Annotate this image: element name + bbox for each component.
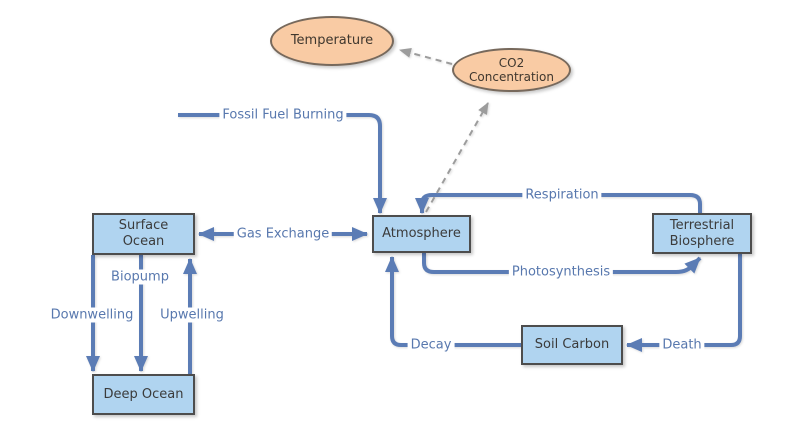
edge-label-downwelling: Downwelling — [47, 307, 137, 323]
node-temperature: Temperature — [270, 16, 394, 66]
node-terrestrial-biosphere: Terrestrial Biosphere — [652, 213, 752, 254]
arrow-decay-soil-to-atmosphere — [385, 256, 521, 347]
dashed-arrow-co2-to-temperature — [399, 48, 453, 65]
node-soil-carbon-label: Soil Carbon — [534, 337, 610, 352]
edge-label-respiration: Respiration — [522, 187, 602, 203]
node-soil-carbon: Soil Carbon — [521, 325, 623, 365]
dashed-arrow-atmosphere-to-co2 — [425, 102, 489, 213]
arrow-death-biosphere-to-soil — [626, 254, 742, 352]
node-atmosphere-label: Atmosphere — [382, 226, 461, 241]
edge-label-gas-exchange: Gas Exchange — [233, 226, 333, 242]
node-atmosphere: Atmosphere — [372, 215, 471, 253]
node-terrestrial-biosphere-label: Terrestrial Biosphere — [669, 217, 735, 249]
edge-label-biopump: Biopump — [108, 269, 172, 285]
edge-label-death: Death — [659, 337, 705, 353]
node-surface-ocean: Surface Ocean — [92, 213, 195, 255]
edge-label-fossil-fuel-burning: Fossil Fuel Burning — [219, 107, 347, 123]
edge-label-photosynthesis: Photosynthesis — [508, 264, 614, 280]
edge-label-upwelling: Upwelling — [157, 307, 227, 323]
node-deep-ocean: Deep Ocean — [92, 374, 195, 415]
node-temperature-label: Temperature — [290, 33, 374, 48]
node-co2-concentration: CO2 Concentration — [452, 48, 571, 92]
arrow-fossil-fuel-to-atmosphere — [178, 113, 387, 214]
edge-label-decay: Decay — [407, 337, 455, 353]
node-co2-concentration-label: CO2 Concentration — [469, 56, 554, 84]
node-deep-ocean-label: Deep Ocean — [103, 386, 184, 402]
node-surface-ocean-label: Surface Ocean — [118, 218, 169, 249]
